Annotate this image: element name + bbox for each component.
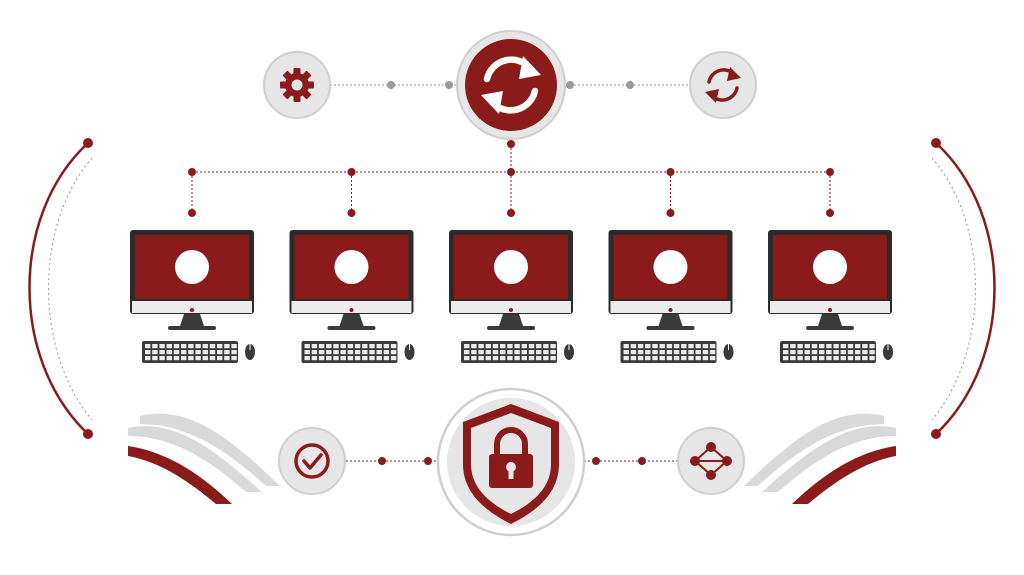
mouse — [245, 344, 255, 360]
left-arc-bottom-dot — [83, 429, 93, 439]
monitor-chin — [291, 301, 412, 313]
monitor-stand — [339, 314, 364, 326]
network-nodes-icon — [690, 442, 732, 480]
node-approved — [278, 427, 346, 495]
gear-icon — [280, 68, 314, 102]
left-arc-top-dot — [83, 138, 93, 148]
mouse — [404, 344, 415, 360]
screen-circle — [813, 250, 847, 284]
checkmark-icon — [294, 443, 330, 479]
screen-circle — [175, 250, 209, 284]
node-network — [677, 427, 745, 495]
mouse — [883, 344, 893, 360]
right-arc — [935, 142, 996, 435]
monitor-stand — [658, 314, 683, 326]
mouse — [723, 344, 734, 360]
mouse — [564, 344, 574, 360]
right-arc-bottom-dot — [931, 429, 941, 439]
shield-lock-icon — [463, 404, 559, 524]
left-arc — [28, 142, 89, 435]
screen-circle — [334, 250, 369, 284]
right-arc-dotted — [931, 157, 976, 421]
connector-lines — [188, 81, 834, 465]
monitor-chin — [132, 301, 252, 313]
monitor-chin — [610, 301, 731, 313]
computer — [449, 230, 574, 363]
keyboard — [461, 341, 557, 363]
screen-circle — [653, 250, 688, 284]
monitor-stand — [499, 314, 523, 326]
left-swoosh — [128, 413, 280, 504]
screen-circle — [494, 250, 528, 284]
refresh-icon — [705, 67, 741, 103]
right-arc-top-dot — [931, 138, 941, 148]
computer — [768, 230, 893, 363]
keyboard — [620, 341, 717, 363]
monitor-chin — [770, 301, 890, 313]
node-security — [436, 387, 586, 537]
monitor-stand — [180, 314, 204, 326]
computer — [289, 230, 415, 363]
left-arc-dotted — [48, 157, 93, 421]
computers-row — [130, 230, 893, 363]
right-arc-group — [931, 138, 996, 439]
monitor-chin — [451, 301, 571, 313]
left-arc-group — [28, 138, 93, 439]
node-refresh — [689, 51, 757, 119]
computer — [130, 230, 255, 363]
keyboard — [780, 341, 876, 363]
keyboard — [142, 341, 238, 363]
computer — [608, 230, 734, 363]
node-settings — [263, 51, 331, 119]
monitor-stand — [818, 314, 842, 326]
node-sync-main — [456, 30, 566, 140]
keyboard — [301, 341, 398, 363]
right-swoosh — [744, 413, 896, 504]
sync-icon — [481, 56, 541, 114]
